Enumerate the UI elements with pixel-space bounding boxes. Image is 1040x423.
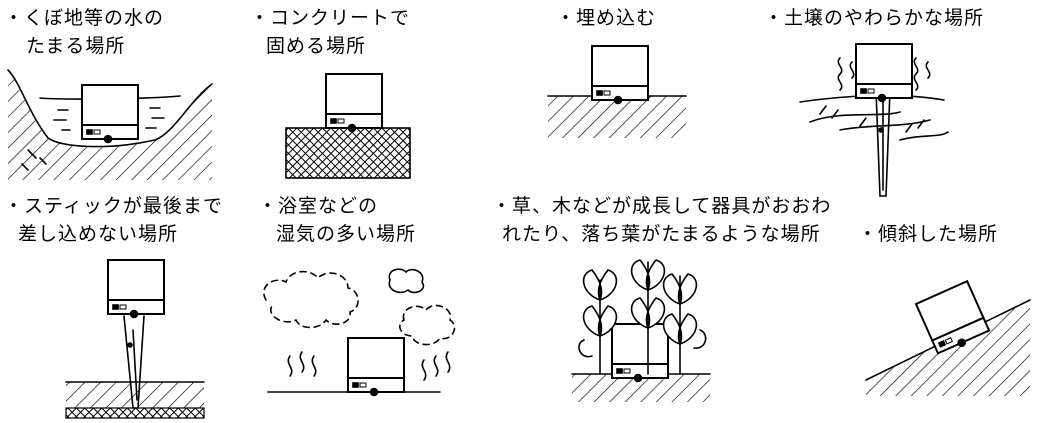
puddle-illustration (7, 69, 213, 180)
caption-line: 固める場所 (266, 35, 367, 57)
caption-plants: ・草、木などが成長して器具がおおわ れたり、落ち葉がたまるような場所 (492, 192, 831, 248)
caption-line: たまる場所 (26, 35, 126, 57)
concrete-illustration (285, 73, 411, 179)
slope-illustration (865, 280, 1031, 396)
stick-illustration (65, 259, 205, 419)
plants-illustration (571, 259, 711, 402)
caption-line: ・コンクリートで (250, 7, 411, 29)
soft-soil-illustration (799, 43, 949, 197)
bathroom-illustration (263, 268, 456, 397)
caption-stick: ・スティックが最後まで 差し込めない場所 (4, 192, 223, 248)
caption-line: ・くぼ地等の水の (4, 7, 165, 29)
caption-line: れたり、落ち葉がたまるような場所 (502, 223, 821, 245)
caption-buried: ・埋め込む (556, 4, 656, 32)
caption-line: ・スティックが最後まで (4, 195, 223, 217)
caption-line: ・埋め込む (556, 7, 657, 29)
caption-bathroom: ・浴室などの 湿気の多い場所 (258, 192, 416, 248)
caption-puddle: ・くぼ地等の水の たまる場所 (4, 4, 164, 60)
caption-line: ・草、木などが成長して器具がおおわ (492, 195, 832, 217)
caption-line: ・浴室などの (258, 195, 379, 217)
caption-soft-soil: ・土壌のやわらかな場所 (764, 4, 984, 32)
caption-line: ・土壌のやわらかな場所 (764, 7, 985, 29)
caption-line: 湿気の多い場所 (276, 223, 417, 245)
buried-illustration (547, 45, 687, 138)
caption-line: ・傾斜した場所 (858, 223, 999, 245)
caption-line: 差し込めない場所 (18, 223, 179, 245)
caption-slope: ・傾斜した場所 (858, 220, 998, 248)
caption-concrete: ・コンクリートで 固める場所 (250, 4, 410, 60)
